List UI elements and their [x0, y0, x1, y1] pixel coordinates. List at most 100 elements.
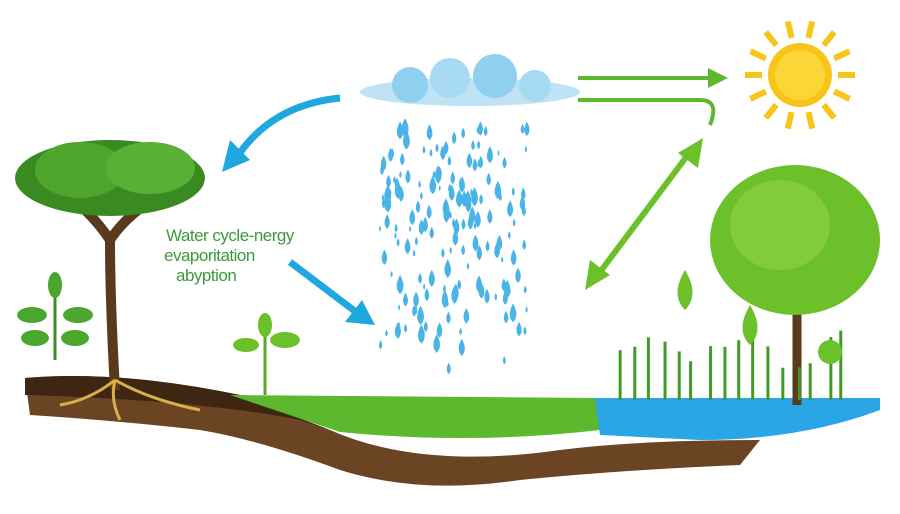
- raindrop: [405, 169, 411, 184]
- cloud-icon: [360, 54, 580, 106]
- raindrop: [525, 306, 528, 313]
- raindrop: [380, 164, 384, 176]
- sun-ray: [749, 88, 768, 102]
- raindrop: [471, 187, 478, 207]
- arrow-to-rain: [287, 259, 375, 325]
- water-drop-plants: [677, 270, 842, 364]
- raindrop: [520, 123, 525, 134]
- raindrop: [426, 204, 432, 219]
- rain-drops: [378, 118, 530, 375]
- raindrop: [461, 127, 466, 139]
- sprout: [233, 313, 300, 395]
- raindrop: [473, 222, 477, 229]
- raindrop: [438, 185, 441, 191]
- raindrop: [394, 322, 401, 339]
- raindrop: [424, 288, 430, 302]
- raindrop: [450, 171, 455, 185]
- raindrop: [426, 124, 433, 141]
- raindrop: [429, 175, 437, 195]
- raindrop: [477, 159, 481, 168]
- sun-ray: [805, 20, 816, 39]
- sun-ray: [784, 111, 795, 130]
- raindrop: [381, 249, 388, 265]
- raindrop: [486, 146, 493, 164]
- raindrop: [452, 283, 459, 301]
- raindrop: [474, 210, 481, 228]
- raindrop: [458, 177, 463, 187]
- raindrop: [400, 152, 405, 166]
- raindrop: [429, 226, 434, 239]
- raindrop: [441, 248, 445, 258]
- sun-ray: [763, 102, 779, 120]
- raindrop: [463, 308, 470, 324]
- raindrop: [381, 197, 386, 209]
- raindrop: [461, 244, 466, 256]
- raindrop: [398, 304, 401, 311]
- raindrop: [461, 190, 468, 207]
- raindrop: [483, 125, 488, 137]
- raindrop: [418, 273, 422, 284]
- raindrop: [440, 145, 446, 161]
- sun-icon: [745, 20, 855, 130]
- raindrop: [477, 121, 483, 136]
- raindrop: [477, 281, 480, 289]
- raindrop: [472, 234, 479, 252]
- raindrop: [524, 121, 530, 137]
- raindrop: [390, 270, 393, 278]
- raindrop: [432, 170, 436, 179]
- sun-ray: [821, 30, 837, 48]
- raindrop: [478, 282, 485, 299]
- raindrop: [477, 140, 481, 150]
- cycle-label: Water cycle-nergy evaporitation abyption: [164, 226, 294, 286]
- raindrop: [510, 249, 517, 266]
- raindrop: [404, 238, 411, 255]
- raindrop: [435, 143, 439, 153]
- raindrop: [447, 155, 452, 166]
- raindrop: [509, 303, 517, 323]
- right-tree: [710, 165, 880, 405]
- raindrop: [485, 240, 490, 252]
- raindrop: [519, 195, 526, 211]
- raindrop: [423, 283, 426, 290]
- raindrop: [408, 225, 412, 232]
- raindrop: [522, 239, 527, 250]
- sun-ray: [763, 30, 779, 48]
- raindrop: [396, 274, 404, 295]
- raindrop: [422, 216, 428, 233]
- raindrop: [443, 290, 446, 298]
- raindrop: [413, 291, 419, 308]
- left-tree: [15, 140, 205, 421]
- raindrop: [417, 324, 425, 344]
- raindrop: [507, 231, 511, 239]
- raindrop: [379, 225, 382, 232]
- raindrop: [507, 200, 514, 218]
- raindrop: [396, 121, 404, 140]
- raindrop: [409, 209, 416, 226]
- raindrop: [524, 145, 528, 153]
- raindrop: [412, 249, 416, 257]
- raindrop: [502, 290, 508, 305]
- sun-ray: [805, 111, 816, 130]
- raindrop: [388, 147, 394, 162]
- sun-ray: [832, 48, 851, 62]
- raindrop: [417, 305, 424, 325]
- raindrop: [458, 338, 465, 356]
- raindrop: [398, 186, 404, 202]
- raindrop: [523, 326, 527, 336]
- raindrop: [466, 262, 470, 270]
- reeds: [618, 330, 843, 400]
- raindrop: [449, 211, 452, 219]
- sun-ray: [749, 48, 768, 62]
- raindrop: [415, 203, 419, 212]
- grass-field: [230, 395, 600, 439]
- raindrop: [471, 140, 475, 150]
- raindrop: [434, 165, 442, 184]
- sun-ray: [821, 102, 837, 120]
- raindrop: [399, 170, 402, 178]
- arrow-cloud-to-tree: [222, 94, 341, 172]
- raindrop: [393, 175, 396, 184]
- raindrop: [511, 186, 515, 196]
- raindrop: [487, 209, 493, 224]
